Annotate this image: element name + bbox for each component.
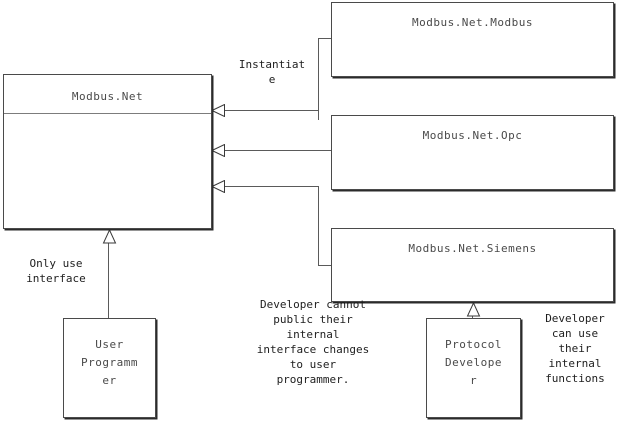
class-box-modbus-net-title: Modbus.Net [71, 90, 144, 103]
connector-siemens-stub-bottom [318, 265, 332, 266]
generalization-arrowhead-user-icon [102, 229, 117, 244]
class-box-modbus-net-siemens-title: Modbus.Net.Siemens [408, 242, 537, 255]
actor-box-protocol-developer[interactable]: Protocol Develope r [426, 318, 521, 418]
realization-arrowhead-modbus-icon [211, 104, 225, 117]
class-box-modbus-net-divider [4, 113, 211, 114]
actor-box-user-programmer[interactable]: User Programm er [63, 318, 156, 418]
annotation-only-use-interface: Only use interface [26, 257, 86, 285]
connector-trunk-upper [318, 38, 319, 120]
class-box-modbus-net[interactable]: Modbus.Net [3, 74, 212, 229]
connector-modbus-stub-top [318, 38, 332, 39]
connector-siemens-horizontal [212, 186, 319, 187]
generalization-arrowhead-protocol-icon [466, 302, 481, 317]
realization-arrowhead-opc-icon [211, 144, 225, 157]
annotation-instantiate: Instantiat e [238, 58, 306, 86]
connector-opc-horizontal [212, 150, 332, 151]
connector-trunk-lower [318, 186, 319, 266]
class-box-modbus-net-opc-title: Modbus.Net.Opc [422, 129, 523, 142]
class-box-modbus-net-opc[interactable]: Modbus.Net.Opc [331, 115, 614, 190]
actor-box-protocol-developer-title: Protocol Develope r [445, 338, 502, 387]
connector-modbus-horizontal [212, 110, 319, 111]
connector-user-vertical [108, 243, 109, 319]
actor-box-user-programmer-title: User Programm er [81, 338, 138, 387]
class-box-modbus-net-modbus[interactable]: Modbus.Net.Modbus [331, 2, 614, 77]
connector-protocol-vertical [472, 315, 473, 320]
realization-arrowhead-siemens-icon [211, 180, 225, 193]
annotation-developer-can-use: Developer can use their internal functio… [545, 312, 605, 385]
class-box-modbus-net-modbus-title: Modbus.Net.Modbus [411, 16, 534, 29]
annotation-developer-cannot-public: Developer cannot public their internal i… [256, 298, 370, 386]
class-box-modbus-net-siemens[interactable]: Modbus.Net.Siemens [331, 228, 614, 302]
